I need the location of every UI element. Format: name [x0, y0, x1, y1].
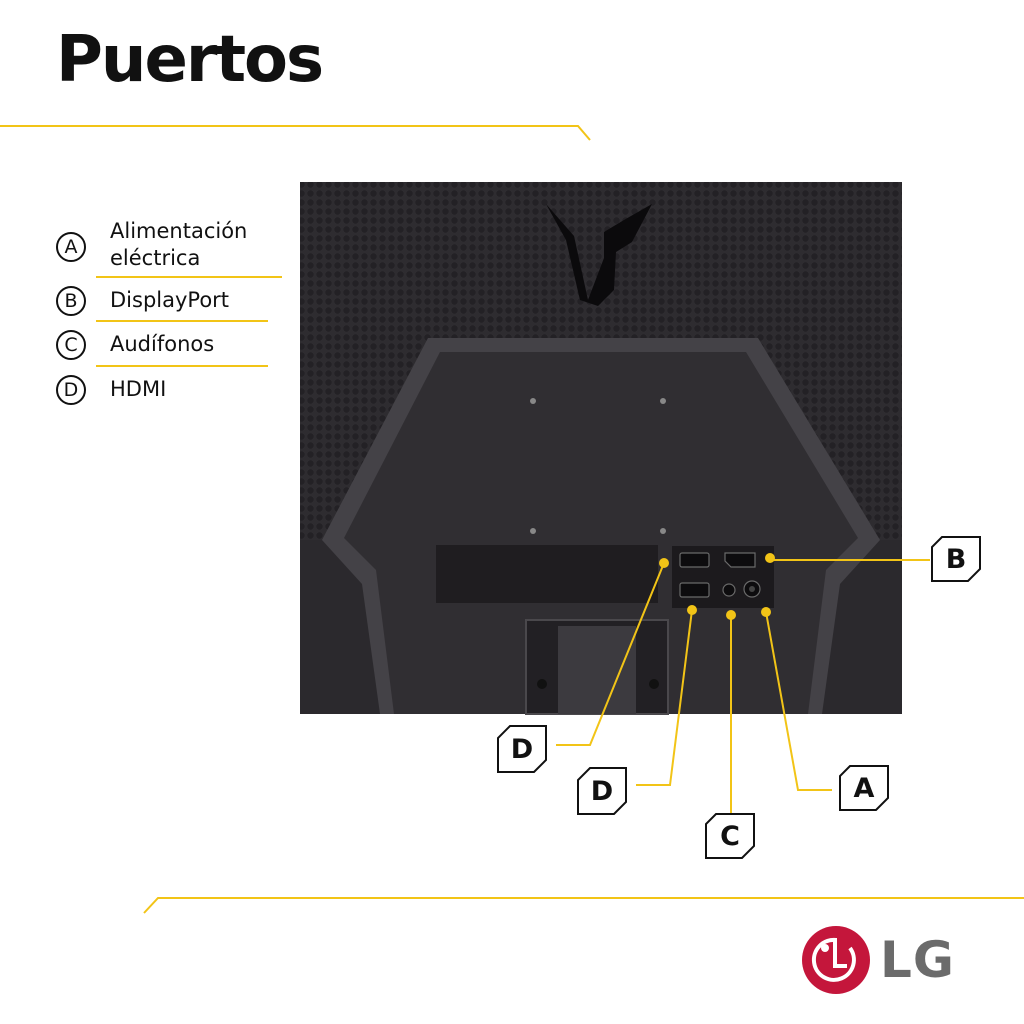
bottom-accent-line: [143, 897, 1024, 914]
tag-outline-d2: [577, 767, 627, 815]
vesa-screw: [530, 398, 536, 404]
hdmi-port-2: [679, 582, 710, 598]
displayport-port: [724, 552, 756, 568]
legend-label-line2: eléctrica: [110, 246, 201, 270]
tag-outline-c: [705, 813, 755, 859]
legend-underline: [96, 365, 268, 367]
legend-underline: [96, 320, 268, 322]
callout-tag-b: B: [932, 536, 980, 582]
tag-outline-d1: [497, 725, 547, 773]
legend-label: DisplayPort: [110, 288, 230, 312]
legend-label: Alimentación: [110, 219, 248, 243]
legend-marker: D: [56, 375, 86, 405]
callout-lines: [556, 559, 930, 820]
legend-item-displayport: B DisplayPort: [56, 286, 229, 316]
label-plate: [436, 545, 658, 603]
tag-letter: D: [590, 775, 614, 807]
callout-dots: [659, 553, 775, 620]
callout-tag-d-2: D: [578, 768, 626, 814]
callout-tag-c: C: [706, 813, 754, 859]
stand-neck: [558, 626, 636, 714]
ultragear-logo: [546, 204, 652, 306]
monitor-center-panel: [344, 352, 858, 714]
vesa-screw: [660, 398, 666, 404]
legend-underline: [96, 276, 282, 278]
hdmi-port-1: [679, 552, 710, 568]
legend-item-headphones: C Audífonos: [56, 330, 214, 360]
lg-wordmark: LG: [880, 931, 955, 989]
legend-label: HDMI: [110, 377, 167, 401]
vesa-screw: [660, 528, 666, 534]
top-accent-line: [0, 125, 591, 141]
tag-letter: B: [945, 543, 967, 575]
legend-label: Audífonos: [110, 332, 215, 356]
page-title: Puertos: [56, 23, 324, 97]
headphone-jack: [722, 583, 736, 597]
callout-tag-d-1: D: [498, 726, 546, 772]
tag-letter: D: [510, 733, 534, 765]
tag-outline-a: [839, 765, 889, 811]
legend-marker: C: [56, 330, 86, 360]
tag-letter: C: [720, 820, 740, 852]
legend-marker: A: [56, 232, 86, 262]
lg-logo: LG: [800, 924, 955, 996]
tag-letter: A: [853, 772, 875, 804]
legend-item-hdmi: D HDMI: [56, 375, 166, 405]
tag-outline-b: [931, 536, 981, 582]
legend-item-power: A Alimentación eléctrica: [56, 219, 247, 272]
legend-marker: B: [56, 286, 86, 316]
lg-face-icon: [802, 926, 870, 994]
vesa-screw: [530, 528, 536, 534]
callout-tag-a: A: [840, 765, 888, 811]
